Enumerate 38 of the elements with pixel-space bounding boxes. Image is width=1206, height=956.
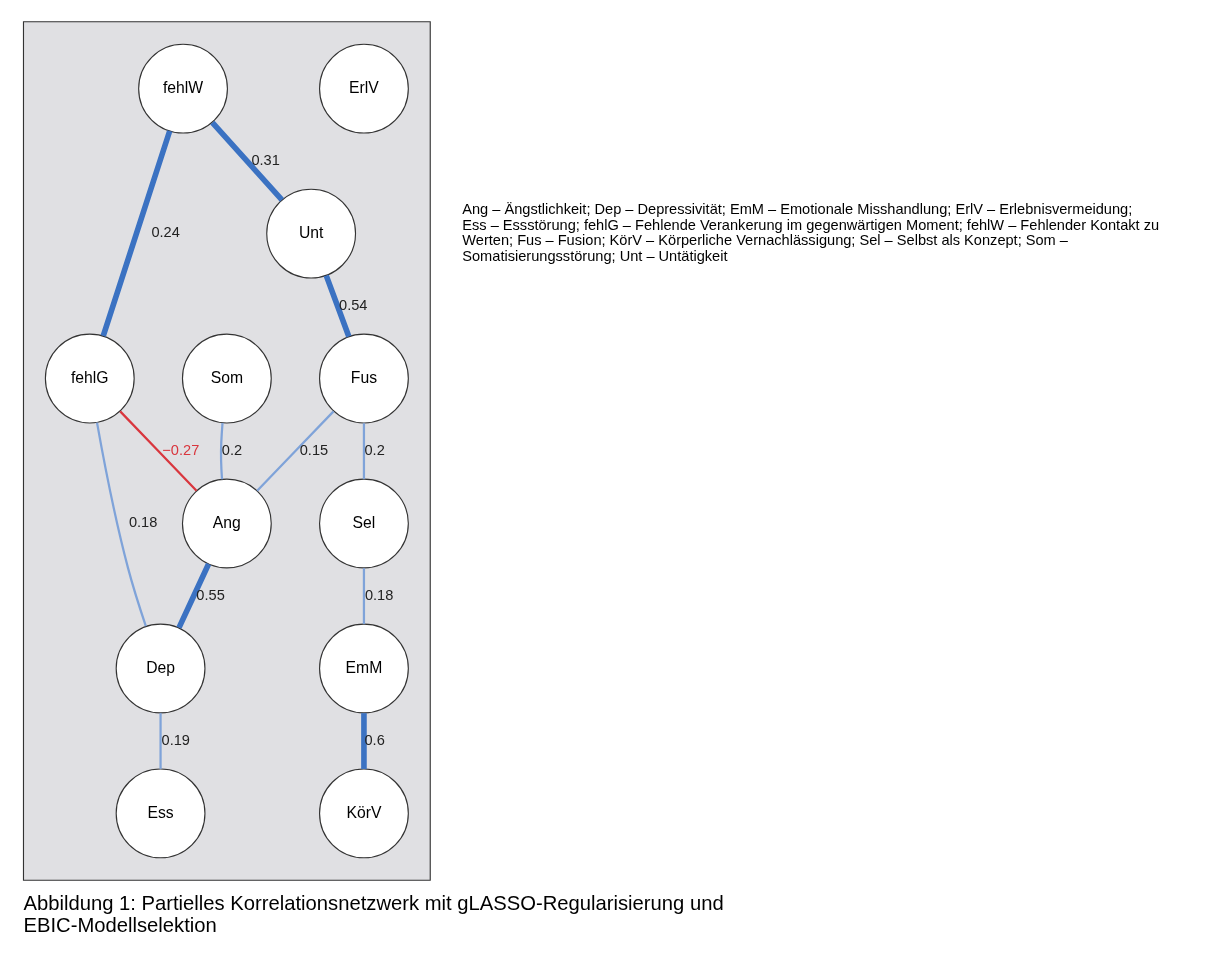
edge-label: 0.2 [221,441,243,458]
connector [219,422,224,480]
edge-label: 0.18 [128,514,158,531]
connector [361,713,367,769]
connector [159,713,162,769]
node-circle: fehlG [44,333,135,424]
edge-label: 0.2 [364,441,385,458]
node-circle: Fus [319,333,409,424]
label: Ang – Ängstlichkeit; Dep – Depressivität; EmM – Emotionale Misshandlung; ErlV – Erlebnisvermeidung; Ess – Essstörung; fehlG – Fehlende Verankerung im gegenwärtigen Moment; fehlW – Fehlender Kontakt zu Werten; Fus – Fusion; KörV – Körperliche Vernachlässigung; Sel – Selbst als Konzept; Som – Somatisierungsstörung; Unt – Untätigkeit [462,200,1160,265]
node-circle: ErlV [319,43,409,134]
connector [362,423,366,480]
caption: Abbildung 1: Partielles Korrelationsnetzwerk mit gLASSO-Regularisierung und EBIC-Modellselektion [23,891,724,937]
connector [362,568,366,624]
node-circle: KörV [319,768,409,859]
edge-label: 0.18 [364,586,394,603]
edge-label: 0.54 [339,296,368,313]
connector [100,130,173,337]
connector [95,422,147,627]
connector [256,410,335,492]
edge-label: 0.15 [299,441,329,458]
connector [176,562,212,629]
connector [119,410,198,492]
node-circle: Ang [181,478,272,569]
node-circle: Ess [115,768,206,859]
edge-label: 0.31 [251,151,280,168]
node-circle: EmM [319,623,409,714]
node-circle: Unt [266,188,357,279]
edge-label: 0.19 [161,731,190,748]
connector [210,120,284,202]
edge-label: −0.27 [162,441,200,458]
connector [323,274,352,338]
node-circle: fehlW [138,43,228,134]
cluster [22,21,431,881]
node-circle: Som [181,333,272,424]
node-circle: Dep [115,623,206,714]
node-circle: Sel [319,478,409,569]
edge-label: 0.55 [196,586,225,603]
edge-label: 0.24 [151,224,180,241]
